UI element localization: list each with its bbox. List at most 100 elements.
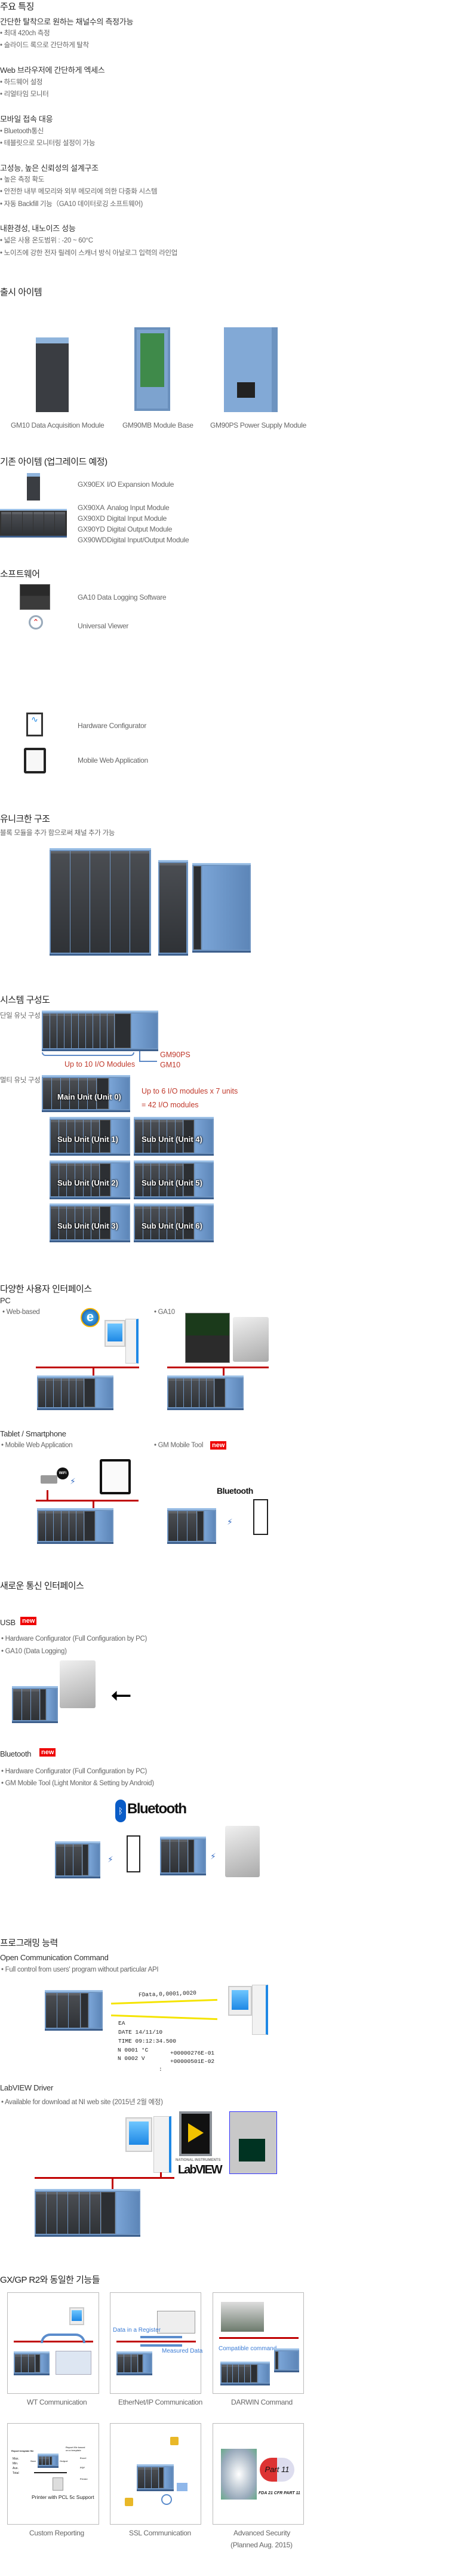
io-module [69, 1378, 76, 1407]
hardware-configurator-icon: ∿ [26, 713, 43, 736]
feature-bullet: • 슬라이드 록으로 간단하게 탈착 [0, 42, 89, 49]
arrow-icon [41, 2334, 85, 2343]
power-supply [195, 1206, 213, 1239]
gm-device [167, 1375, 244, 1410]
io-module [73, 1844, 82, 1875]
bluetooth-logo: Bluetooth [217, 1486, 253, 1496]
io-module [110, 851, 130, 953]
existing-name: Analog Input Module [107, 503, 170, 512]
gm10-controller [84, 1511, 95, 1541]
single-block-image [158, 860, 188, 956]
card-caption: Advanced Security [233, 2529, 290, 2537]
io-module [159, 1206, 167, 1239]
gm-device [274, 2348, 299, 2372]
web-based-label: • Web-based [2, 1309, 40, 1316]
io-module [68, 2192, 79, 2234]
io-module [79, 1078, 88, 1109]
io-module [124, 2354, 131, 2372]
response-line: DATE 14/11/10 [118, 2029, 163, 2035]
io-module [15, 2354, 21, 2372]
io-module [33, 512, 44, 535]
lock-icon [170, 2437, 179, 2445]
mobile-web-label: • Mobile Web Application [1, 1442, 73, 1449]
gm-device [38, 2454, 59, 2468]
card-darwin: Compatible command [213, 2292, 304, 2394]
power-supply [132, 1014, 158, 1048]
power-supply [41, 2354, 48, 2372]
gm10-controller [183, 1120, 195, 1153]
io-module [51, 1120, 59, 1153]
io-module [159, 1163, 167, 1196]
power-supply [202, 866, 250, 950]
mobile-web-app-icon [24, 748, 46, 773]
wifi-icon: WiFi [57, 1467, 69, 1479]
gm10-controller [183, 1163, 195, 1196]
power-supply [116, 2192, 140, 2234]
gm-device [167, 1508, 216, 1544]
io-module [1, 512, 11, 535]
pc-tower-icon [125, 1319, 139, 1364]
io-module [64, 1014, 72, 1048]
power-supply [204, 1511, 216, 1541]
gm10-pointer [139, 1051, 157, 1062]
gm-device [160, 1837, 206, 1875]
gm10-controller [35, 2354, 40, 2372]
wireless-icon: ⚡ [107, 1855, 113, 1864]
power-supply [53, 2457, 57, 2465]
pc-tower-icon [252, 1985, 268, 2035]
io-module [135, 1163, 143, 1196]
stat: Min. [13, 2462, 19, 2466]
system-title: 시스템 구성도 [0, 995, 50, 1005]
gm10-controller [187, 1840, 194, 1872]
product-caption: GM10 Data Acquisition Module [11, 421, 104, 429]
power-supply [112, 1206, 129, 1239]
io-module [135, 1120, 143, 1153]
card-caption-note: (Planned Aug. 2015) [230, 2541, 293, 2549]
io-module [168, 1511, 177, 1541]
network-line [36, 1500, 139, 1502]
existing-name: Digital Output Module [107, 525, 173, 533]
usb-bullet: • GA10 (Data Logging) [1, 1648, 67, 1655]
unique-subtitle: 블록 모듈을 추가 함으로써 채널 추가 가능 [0, 830, 115, 837]
io-module [83, 1163, 91, 1196]
io-module [44, 512, 54, 535]
usb-icon: ⭠ [110, 1680, 132, 1709]
wt-power-meter [56, 2351, 91, 2375]
io-module [21, 2354, 28, 2372]
feature-title: 간단한 탈착으로 원하는 채널수의 측정가능 [0, 17, 134, 26]
gm10-controller [100, 2192, 115, 2234]
io-module [187, 1511, 196, 1541]
features-title: 주요 특징 [0, 2, 34, 12]
io-module [53, 1378, 61, 1407]
io-module [159, 863, 186, 953]
power-supply [226, 1378, 242, 1407]
gm10-controller [115, 1014, 131, 1048]
stat: Total [13, 2471, 19, 2475]
io-module [21, 1689, 30, 1720]
power-supply [279, 2351, 298, 2369]
io-module [131, 2354, 137, 2372]
io-module [159, 1120, 167, 1153]
io-module [51, 1206, 59, 1239]
existing-title: 기존 아이템 (업그레이드 예정) [0, 457, 107, 467]
gm10-controller [183, 1206, 195, 1239]
io-module [118, 2354, 124, 2372]
part11-capsule: Part 11 [260, 2458, 294, 2482]
io-module [86, 1014, 93, 1048]
globe-icon [161, 2494, 172, 2505]
card-wt-communication [7, 2292, 99, 2394]
network-line [116, 2341, 196, 2342]
response-line: N 0001 °C [118, 2047, 149, 2053]
response-value: +00000276E-01 [170, 2050, 215, 2056]
io-module [199, 1378, 207, 1407]
io-module [83, 1120, 91, 1153]
io-module [69, 1993, 80, 2028]
wireless-icon: ⚡ [227, 1517, 233, 1527]
desktop-pc-icon [125, 2117, 152, 2152]
modular-blocks-image [50, 848, 151, 956]
feature-title: 모바일 접속 대응 [0, 115, 53, 124]
gm-device [35, 2189, 140, 2237]
software-title: 소프트웨어 [0, 569, 40, 579]
new-badge: new [20, 1617, 37, 1625]
universal-viewer-icon: ⌃ [29, 615, 43, 630]
